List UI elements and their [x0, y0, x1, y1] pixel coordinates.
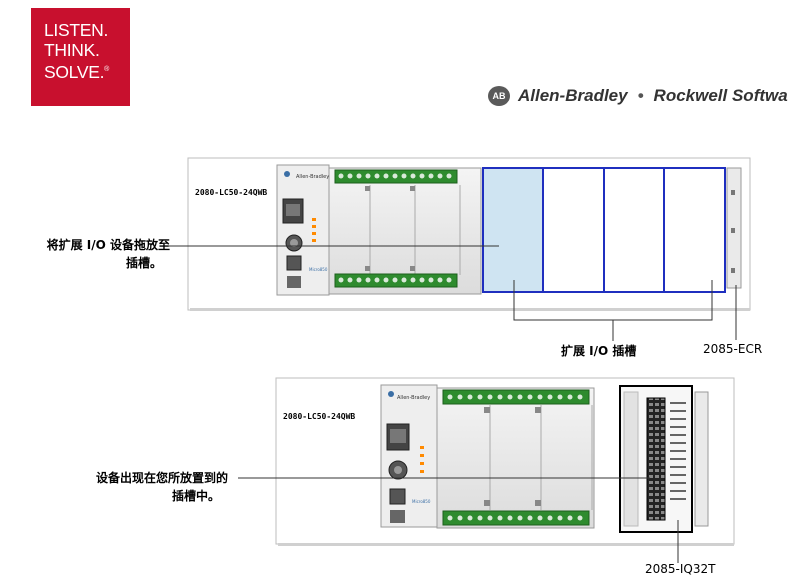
- bottom-controller: [380, 384, 595, 529]
- bottom-series-label: Micro850: [412, 499, 431, 504]
- expansion-slot-4: [663, 167, 726, 293]
- expansion-slot-3: [603, 167, 665, 293]
- top-controller-left-block: [276, 164, 330, 296]
- listen-think-solve-logo: LISTEN. THINK. SOLVE.®: [31, 8, 130, 106]
- slots-callout-label: 扩展 I/O 插槽: [561, 344, 637, 358]
- top-terminal-screws: [338, 173, 452, 283]
- bottom-terminal-strip-lower: [442, 510, 590, 526]
- top-module-latch-2: [410, 186, 415, 191]
- bottom-module-latch-1: [484, 407, 490, 413]
- bottom-serial-port-inner: [394, 466, 402, 474]
- bottom-end-cap: [694, 391, 709, 527]
- top-series-label: Micro850: [309, 267, 328, 272]
- brand-rockwell: Rockwell Softwa: [653, 86, 788, 105]
- top-device-brand: Allen-Bradley: [296, 174, 330, 180]
- top-serial-port-inner: [290, 239, 298, 247]
- bottom-device-brand: Allen-Bradley: [397, 395, 431, 401]
- bottom-panel: [238, 377, 735, 563]
- brand-header: AB Allen-Bradley • Rockwell Softwa: [488, 84, 800, 110]
- brand-allen-bradley: Allen-Bradley: [518, 86, 628, 105]
- top-controller: [276, 164, 482, 296]
- top-battery-icon: [287, 276, 301, 288]
- expansion-slot-1: [482, 167, 544, 293]
- top-panel-shadow: [190, 308, 750, 311]
- top-model-label: 2080-LC50-24QWB: [195, 188, 268, 197]
- bottom-terminal-screws: [447, 394, 583, 521]
- bottom-module-latch-4: [535, 500, 541, 506]
- bottom-usb-port-icon: [389, 488, 406, 505]
- module-label: 2085-IQ32T: [645, 562, 716, 576]
- top-expansion-slots: [482, 167, 742, 293]
- bottom-ab-logo-icon: [388, 391, 394, 397]
- module-left-rail: [623, 391, 639, 527]
- bottom-battery-icon: [390, 510, 405, 523]
- top-module-latch-1: [365, 186, 370, 191]
- top-module-latch-4: [410, 266, 415, 271]
- top-module-latch-3: [365, 266, 370, 271]
- logo-line-1: LISTEN.: [44, 20, 109, 40]
- bottom-controller-main-body: [436, 387, 595, 529]
- bottom-module-latch-2: [535, 407, 541, 413]
- logo-line-2: THINK.: [44, 40, 100, 60]
- top-status-leds: [312, 218, 316, 242]
- expansion-slot-2: [542, 167, 605, 293]
- bottom-ethernet-port-inner: [390, 429, 406, 443]
- ab-logo-icon: AB: [488, 86, 510, 106]
- bottom-model-label: 2080-LC50-24QWB: [283, 412, 356, 421]
- placed-callout-line-1: 设备出现在您所放置到的: [95, 471, 228, 485]
- brand-separator: •: [637, 86, 644, 105]
- top-ab-logo-icon: [284, 171, 290, 177]
- drop-callout-line-2: 插槽。: [125, 256, 162, 270]
- placed-callout-line-2: 插槽中。: [171, 489, 220, 503]
- end-cap-latch-1: [731, 190, 735, 195]
- module-connector: [646, 397, 666, 521]
- brand-text: Allen-Bradley • Rockwell Softwa: [518, 86, 788, 106]
- bottom-module-latch-3: [484, 500, 490, 506]
- top-usb-port-icon: [286, 255, 302, 271]
- end-cap-latch-3: [731, 268, 735, 273]
- top-controller-main-body: [328, 167, 482, 295]
- end-cap-latch-2: [731, 228, 735, 233]
- bottom-panel-shadow: [278, 543, 734, 546]
- module-terminal-labels: [670, 402, 686, 500]
- logo-line-3: SOLVE.®: [44, 61, 109, 82]
- drop-callout-line-1: 将扩展 I/O 设备拖放至: [46, 238, 170, 252]
- bottom-terminal-strip-upper: [442, 389, 590, 405]
- end-cap-label: 2085-ECR: [703, 342, 763, 356]
- top-panel: [168, 157, 751, 341]
- top-ethernet-port-inner: [286, 204, 300, 216]
- bottom-status-leds: [420, 446, 424, 473]
- installed-module-2085-iq32t: [619, 385, 709, 533]
